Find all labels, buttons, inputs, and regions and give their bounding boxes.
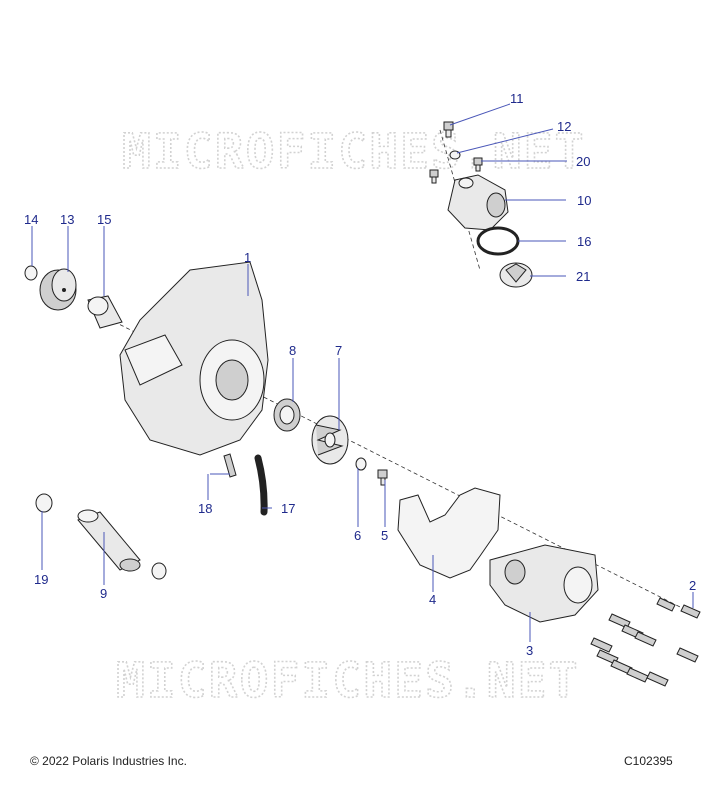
watermark-bottom: MICROFICHES.NET — [116, 653, 579, 709]
callout-20: 20 — [576, 154, 590, 169]
part-pin-18 — [223, 453, 237, 478]
part-pump-cover — [489, 544, 599, 623]
callout-9: 9 — [100, 586, 107, 601]
callout-4: 4 — [429, 592, 436, 607]
part-bolt-side — [429, 169, 439, 184]
callout-18: 18 — [198, 501, 212, 516]
callout-16: 16 — [577, 234, 591, 249]
part-hose-17 — [254, 454, 268, 516]
callout-3: 3 — [526, 643, 533, 658]
callout-8: 8 — [289, 343, 296, 358]
callout-6: 6 — [354, 528, 361, 543]
part-seal-ring-16 — [476, 226, 520, 256]
figure-code: C102395 — [624, 754, 673, 768]
watermark-top: MICROFICHES.NET — [122, 124, 585, 180]
part-bolts-2 — [590, 597, 701, 687]
part-pulley — [39, 268, 77, 311]
callout-1: 1 — [244, 250, 251, 265]
callout-2: 2 — [689, 578, 696, 593]
callout-12: 12 — [557, 119, 571, 134]
part-housing — [119, 261, 269, 456]
part-thermostat-21 — [499, 262, 533, 288]
leader-12 — [456, 128, 554, 154]
callout-5: 5 — [381, 528, 388, 543]
callout-21: 21 — [576, 269, 590, 284]
part-oring-19 — [35, 493, 53, 513]
part-thermostat-housing — [447, 174, 509, 231]
part-bolt-11 — [443, 121, 454, 138]
copyright-text: © 2022 Polaris Industries Inc. — [30, 754, 187, 768]
callout-11: 11 — [510, 91, 524, 106]
part-seal — [273, 398, 301, 432]
part-oring-tube — [151, 562, 167, 580]
callout-14: 14 — [24, 212, 38, 227]
part-washer — [355, 457, 367, 471]
part-shaft — [87, 295, 123, 329]
part-gasket — [397, 487, 501, 579]
callout-17: 17 — [281, 501, 295, 516]
callout-10: 10 — [577, 193, 591, 208]
part-tube — [77, 509, 141, 572]
callout-15: 15 — [97, 212, 111, 227]
part-impeller — [311, 415, 349, 465]
part-bolt-5 — [377, 469, 388, 486]
callout-19: 19 — [34, 572, 48, 587]
callout-7: 7 — [335, 343, 342, 358]
callout-13: 13 — [60, 212, 74, 227]
leader-11 — [449, 103, 511, 126]
part-ring-14 — [24, 265, 38, 281]
